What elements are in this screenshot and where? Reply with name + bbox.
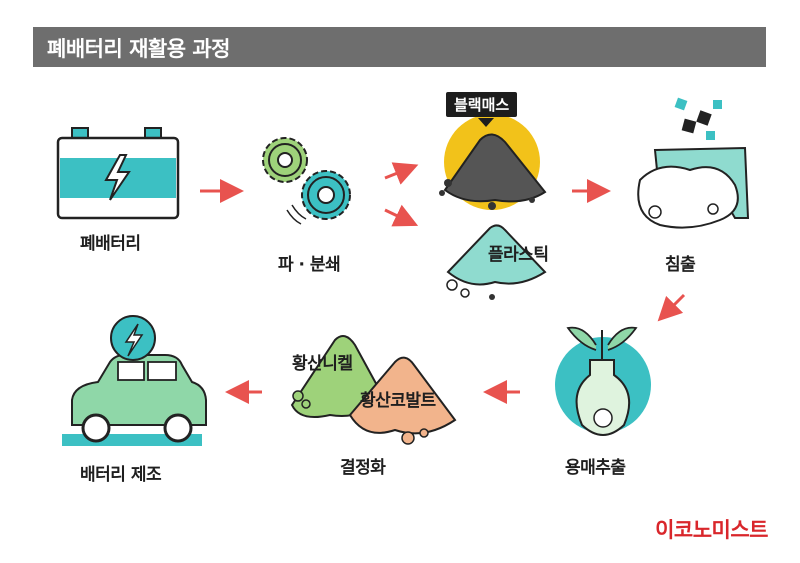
black-mass-icon xyxy=(439,114,547,210)
label-battery-making: 배터리 제조 xyxy=(80,465,162,485)
crystal-piles-icon xyxy=(290,335,457,445)
label-nickel-sulfate: 황산니켈 xyxy=(292,354,353,374)
brand-logo: 이코노미스트 xyxy=(655,518,768,542)
flask-icon xyxy=(555,326,651,436)
arrow-2b xyxy=(384,204,419,227)
label-plastic: 플라스틱 xyxy=(488,245,549,265)
label-waste-battery: 폐배터리 xyxy=(80,234,141,254)
page-title: 폐배터리 재활용 과정 xyxy=(47,37,231,61)
battery-icon xyxy=(56,127,180,220)
title-bar: 폐배터리 재활용 과정 xyxy=(33,27,766,67)
arrow-2a xyxy=(384,162,419,185)
gears-icon xyxy=(262,137,351,225)
black-mass-badge: 블랙매스 xyxy=(446,92,518,117)
label-crystallization: 결정화 xyxy=(340,458,386,478)
car-icon xyxy=(62,315,207,446)
label-solvent-extraction: 용매추출 xyxy=(565,458,626,478)
label-cobalt-sulfate: 황산코발트 xyxy=(360,391,436,411)
label-leaching: 침출 xyxy=(665,255,696,275)
leaching-icon xyxy=(637,97,750,229)
arrow-4 xyxy=(657,293,686,322)
label-crush: 파 · 분쇄 xyxy=(278,255,341,275)
plastic-icon xyxy=(446,224,547,300)
